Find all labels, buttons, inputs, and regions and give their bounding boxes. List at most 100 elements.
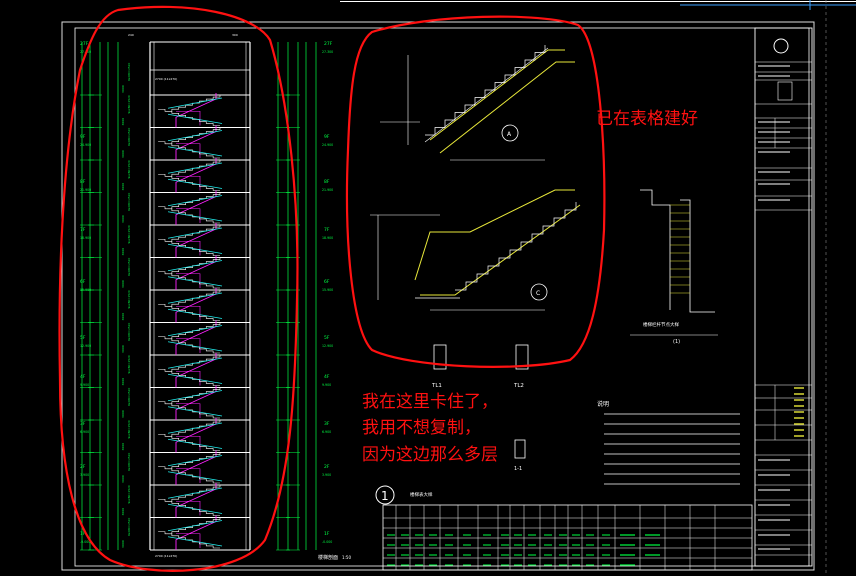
stair-steps bbox=[158, 108, 220, 126]
dim-text: 3000 bbox=[121, 540, 125, 548]
stair-flight-outline bbox=[176, 240, 201, 256]
stair-steps bbox=[158, 303, 220, 321]
stair-schedule-table bbox=[382, 413, 753, 571]
detail-tl2: TL2 bbox=[513, 383, 524, 389]
dim-text: 9x280=2520 bbox=[127, 193, 131, 211]
floor-label-left: 9F bbox=[80, 134, 86, 140]
elevation-left: 12.900 bbox=[80, 344, 91, 348]
elevation-right: 12.900 bbox=[322, 344, 333, 348]
stair-slab-line bbox=[167, 422, 223, 434]
annotation-note-stuck-line-3: 因为这边那么多层 bbox=[362, 445, 498, 465]
floor-label-right: 6F bbox=[324, 279, 330, 285]
section-mark-c-label: C bbox=[536, 290, 540, 297]
stair-steps bbox=[158, 466, 220, 484]
floor-label-left: 2F bbox=[80, 464, 86, 470]
stair-steps bbox=[158, 531, 220, 549]
dim-text: 3000 bbox=[121, 443, 125, 451]
stair-flight-outline bbox=[176, 435, 201, 451]
dim-text: 240 bbox=[128, 33, 134, 37]
stair-slab-line bbox=[167, 471, 223, 482]
section-scale: 1:50 bbox=[342, 555, 351, 560]
floor-label-right: 7F bbox=[324, 227, 330, 233]
floor-label-right: 4F bbox=[324, 374, 330, 380]
stair-flight-outline bbox=[175, 385, 217, 420]
dim-text: 2700 (11x270) bbox=[155, 554, 177, 558]
dim-text: 3000 bbox=[121, 410, 125, 418]
detail-title: (1) bbox=[673, 339, 680, 345]
floor-label-right: 8F bbox=[324, 179, 330, 185]
elevation-right: 6.900 bbox=[322, 430, 331, 434]
detail-1-1: 1-1 bbox=[514, 466, 522, 472]
stair-flight-outline bbox=[175, 483, 217, 518]
dim-text: 3000 bbox=[121, 183, 125, 191]
stair-flight-outline bbox=[175, 255, 217, 290]
section-title: 楼梯剖面 bbox=[318, 554, 338, 561]
node-label: 楼梯栏杆节点大样 bbox=[643, 321, 679, 328]
elevation-left: 9.900 bbox=[80, 383, 89, 387]
dim-text: 9x280=2520 bbox=[127, 420, 131, 438]
stair-slab-line bbox=[167, 195, 223, 207]
handrail-line bbox=[439, 61, 575, 154]
dim-text: 3000 bbox=[121, 215, 125, 223]
dim-text: 9x280=2520 bbox=[127, 63, 131, 81]
handrail-line bbox=[429, 49, 565, 141]
stair-flight-outline bbox=[176, 370, 201, 386]
elevation-right: 27.300 bbox=[322, 50, 333, 54]
elevation-right: 24.900 bbox=[322, 143, 333, 147]
stair-slab-line bbox=[167, 211, 223, 222]
stair-steps bbox=[158, 206, 220, 224]
stair-flight-outline bbox=[176, 403, 201, 418]
dim-text: 3000 bbox=[121, 378, 125, 386]
floor-label-right: 5F bbox=[324, 335, 330, 341]
stair-flight-outline bbox=[175, 450, 217, 485]
stair-slab-line bbox=[167, 536, 223, 547]
elevation-left: 18.900 bbox=[80, 236, 91, 240]
elevation-right: 21.900 bbox=[322, 188, 333, 192]
dim-text: 9x280=2520 bbox=[127, 518, 131, 536]
stair-slab-line bbox=[167, 146, 223, 157]
stair-slab-line bbox=[167, 487, 223, 499]
stair-slab-line bbox=[167, 276, 223, 287]
section-1-1 bbox=[514, 439, 526, 459]
handrail-line bbox=[420, 204, 581, 296]
stair-steps bbox=[158, 238, 220, 256]
stair-steps bbox=[158, 336, 220, 354]
dim-text: 3000 bbox=[121, 118, 125, 126]
dim-text: 3000 bbox=[121, 475, 125, 483]
floor-label-left: 7F bbox=[80, 227, 86, 233]
title-block bbox=[754, 27, 813, 567]
floor-label-left: 27F bbox=[80, 41, 89, 47]
stair-flight-outline bbox=[175, 418, 217, 453]
stair-flight-outline bbox=[175, 515, 217, 550]
dim-text: 3000 bbox=[121, 313, 125, 321]
dim-text: 9x280=2520 bbox=[127, 128, 131, 146]
annotation-note-stuck-line-2: 我用不想复制， bbox=[362, 418, 481, 438]
dim-text: 9x280=2520 bbox=[127, 485, 131, 503]
stair-slab-line bbox=[167, 341, 223, 352]
stair-steps bbox=[158, 141, 220, 159]
dim-text: 3000 bbox=[121, 345, 125, 353]
stair-flight-outline bbox=[176, 110, 201, 126]
stair-steps bbox=[158, 368, 220, 386]
dim-text: 9x280=2520 bbox=[127, 453, 131, 471]
dim-text: 9x280=2520 bbox=[127, 225, 131, 243]
dim-text: 9x280=2520 bbox=[127, 388, 131, 406]
dim-text: 9x280=2520 bbox=[127, 323, 131, 341]
stair-flight-outline bbox=[175, 190, 217, 225]
floor-label-left: 8F bbox=[80, 179, 86, 185]
stair-slab-line bbox=[167, 113, 223, 124]
elevation-left: 24.900 bbox=[80, 143, 91, 147]
circle-number-mark: 1 bbox=[375, 485, 395, 505]
notes-title: 说明 bbox=[597, 400, 609, 408]
stair-details bbox=[370, 45, 718, 459]
stair-slab-line bbox=[167, 260, 223, 272]
elevation-left: 15.900 bbox=[80, 288, 91, 292]
dim-text: 3000 bbox=[121, 150, 125, 158]
stair-slab-line bbox=[167, 438, 223, 449]
stair-slab-line bbox=[167, 178, 223, 189]
elevation-left: -0.000 bbox=[80, 540, 90, 544]
stair-section-drawing: 30009x280=252030009x280=252030009x280=25… bbox=[80, 33, 333, 558]
section-mark-a: A bbox=[501, 124, 519, 142]
